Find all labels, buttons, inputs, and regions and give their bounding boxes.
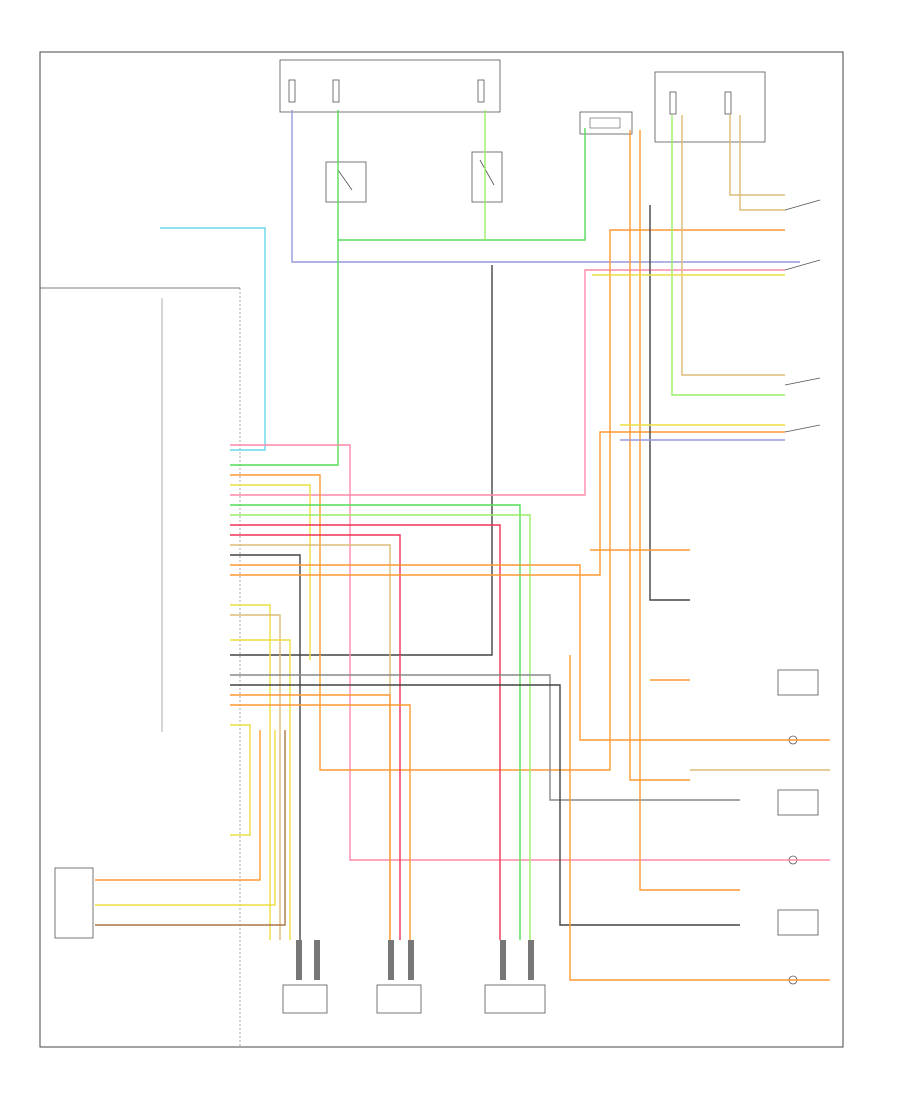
fuse-symbol: [288, 79, 296, 103]
fuse-symbol: [477, 79, 485, 103]
fuse-panel-right: [654, 71, 766, 143]
control-module: [40, 287, 241, 1047]
left-front-wheel-sensor: [282, 984, 328, 1014]
solenoid-wires: [690, 739, 830, 981]
right-front-wheel-sensor: [376, 984, 422, 1014]
wire-bundle: [95, 110, 800, 981]
sensor-connectors: [296, 940, 534, 980]
right-side-components: [777, 199, 821, 985]
relay-box: [579, 111, 633, 135]
fuse-symbol: [724, 91, 732, 115]
rear-axle-sensor: [484, 984, 546, 1014]
diagram-frame: [39, 51, 844, 1048]
fuse-panel: [279, 59, 501, 113]
fuse-symbol: [332, 79, 340, 103]
relay-symbol-left: [325, 161, 367, 203]
relay-symbol-mid: [471, 151, 503, 203]
fuse-symbol: [669, 91, 677, 115]
deceleration-sensor: [54, 867, 94, 939]
